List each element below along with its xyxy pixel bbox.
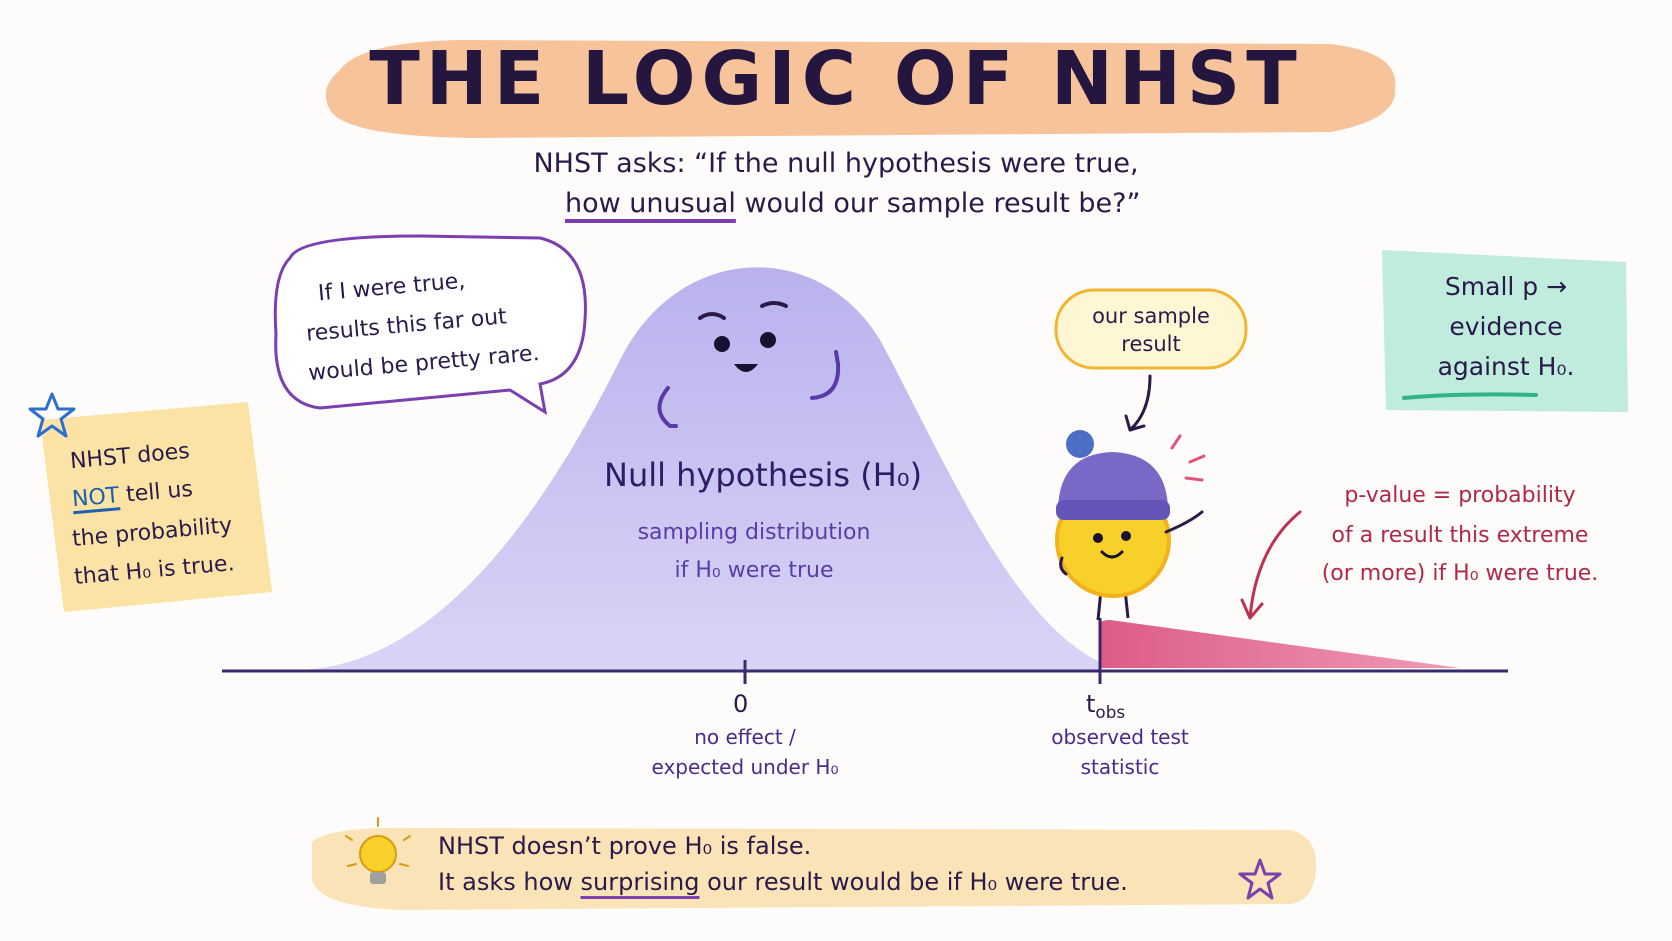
question-line-1: NHST asks: “If the null hypothesis were …	[533, 148, 1139, 179]
null-sub-line-1: sampling distribution	[637, 520, 871, 545]
side-note-not: NOT	[71, 483, 121, 513]
null-sub-line-2: if H₀ were true	[674, 558, 834, 583]
tobs-main: t	[1086, 690, 1096, 718]
bottom-banner-background	[312, 827, 1316, 910]
page-title: THE LOGIC OF NHST	[369, 36, 1303, 122]
zero-desc-line-1: no effect /	[694, 725, 796, 749]
tobs-desc-line-1: observed test	[1051, 725, 1189, 749]
banner-line-2: It asks how surprising our result would …	[438, 868, 1128, 896]
banner-line-1: NHST doesn’t prove H₀ is false.	[438, 832, 812, 860]
sample-result-character	[1055, 430, 1206, 621]
banner-line-2b: our result would be if H₀ were true.	[699, 868, 1128, 896]
small-p-underline	[1402, 392, 1538, 400]
tobs-sub: obs	[1095, 701, 1126, 722]
title-brush-stroke	[325, 40, 1396, 138]
p-value-arrow	[1240, 510, 1302, 620]
star-icon	[28, 392, 76, 438]
purple-star-icon	[1238, 858, 1282, 900]
p-value-line-1: p-value = probability	[1344, 483, 1576, 508]
small-p-note-background	[1382, 250, 1628, 412]
sample-callout-shape	[1054, 288, 1248, 370]
banner-emphasis: surprising	[580, 868, 700, 896]
null-distribution-curve	[300, 267, 1100, 670]
lightbulb-icon	[345, 817, 411, 884]
zero-desc-line-2: expected under H₀	[651, 755, 839, 779]
null-hypothesis-title: Null hypothesis (H₀)	[604, 456, 923, 494]
p-value-line-2: of a result this extreme	[1331, 523, 1589, 548]
speech-bubble-shape	[273, 234, 587, 416]
tobs-desc-line-2: statistic	[1080, 755, 1160, 779]
side-note-background	[40, 402, 272, 612]
small-p-line-3: against H₀.	[1437, 352, 1575, 381]
p-value-tail-area	[1100, 620, 1460, 668]
p-value-line-3: (or more) if H₀ were true.	[1321, 561, 1599, 586]
sample-callout-line-1: our sample	[1092, 304, 1210, 328]
question-emphasis: how unusual	[565, 188, 736, 219]
small-p-line-1: Small p →	[1444, 272, 1568, 301]
question-line-2-rest: would our sample result be?”	[735, 188, 1141, 219]
banner-line-2a: It asks how	[438, 868, 581, 896]
sample-callout-line-2: result	[1121, 332, 1181, 356]
zero-label: 0	[733, 690, 749, 718]
curve-face	[657, 301, 841, 428]
side-note-line-2-rest: tell us	[118, 476, 194, 509]
arrow-icon	[1124, 374, 1152, 432]
small-p-line-2: evidence	[1449, 312, 1563, 341]
tobs-label: tobs	[1086, 690, 1125, 722]
question-line-2: how unusual would our sample result be?”	[565, 188, 1140, 219]
